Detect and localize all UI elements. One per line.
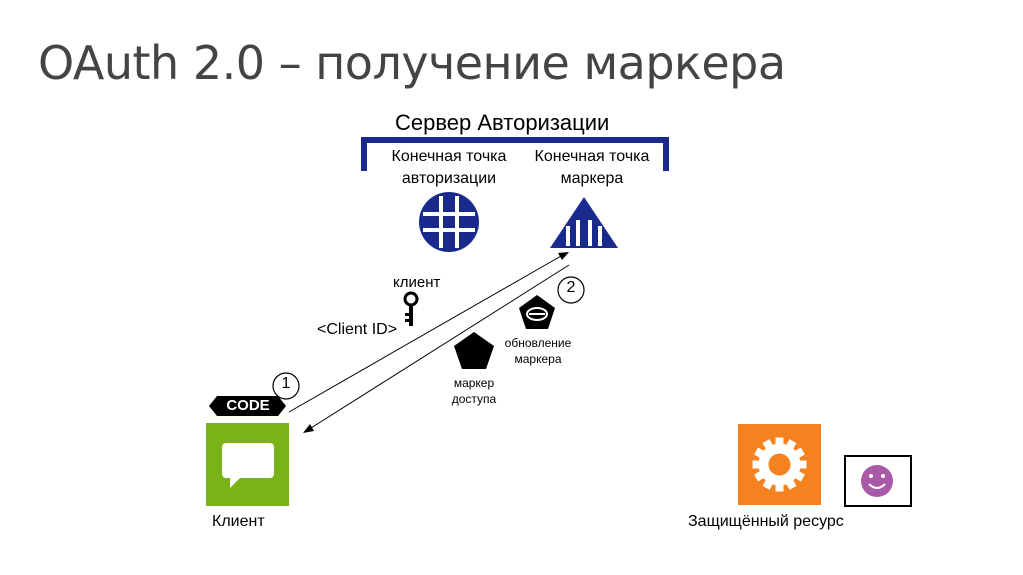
access-token-line-2: доступа <box>451 392 497 406</box>
auth-endpoint-line-2: авторизации <box>401 170 497 187</box>
request-arrow <box>288 252 569 413</box>
key-icon <box>403 291 419 326</box>
step-1-label: 1 <box>281 375 291 392</box>
step-2-label: 2 <box>566 279 576 296</box>
access-token-icon <box>454 332 494 369</box>
refresh-token-label: обновление маркера <box>498 335 578 367</box>
token-endpoint-line-1: Конечная точка <box>534 148 650 165</box>
client-label: Клиент <box>212 513 265 530</box>
auth-endpoint-label: Конечная точка авторизации <box>372 146 526 190</box>
auth-endpoint-line-1: Конечная точка <box>391 148 507 165</box>
token-endpoint-line-2: маркера <box>560 170 624 187</box>
resource-label: Защищённый ресурс <box>688 513 844 530</box>
refresh-token-icon <box>519 295 555 329</box>
refresh-token-line-2: маркера <box>514 352 562 366</box>
page-title: OAuth 2.0 – получение маркера <box>38 36 786 90</box>
globe-icon <box>419 192 479 252</box>
smiley-icon <box>844 455 912 507</box>
step-1-circle <box>272 372 300 400</box>
chat-icon <box>206 423 289 506</box>
access-token-label: маркер доступа <box>434 375 514 407</box>
code-badge <box>209 396 286 416</box>
access-token-line-1: маркер <box>453 376 495 390</box>
server-bracket <box>361 137 669 171</box>
code-badge-text: CODE <box>226 397 270 414</box>
client-key-label: клиент <box>393 274 441 291</box>
client-id-label: <Client ID> <box>317 321 398 338</box>
token-endpoint-icon <box>550 197 618 248</box>
response-arrow <box>303 264 570 433</box>
gear-icon <box>738 424 821 505</box>
server-title: Сервер Авторизации <box>395 110 610 135</box>
refresh-token-line-1: обновление <box>504 336 572 350</box>
step-2-circle <box>557 276 585 304</box>
token-endpoint-label: Конечная точка маркера <box>518 146 666 190</box>
